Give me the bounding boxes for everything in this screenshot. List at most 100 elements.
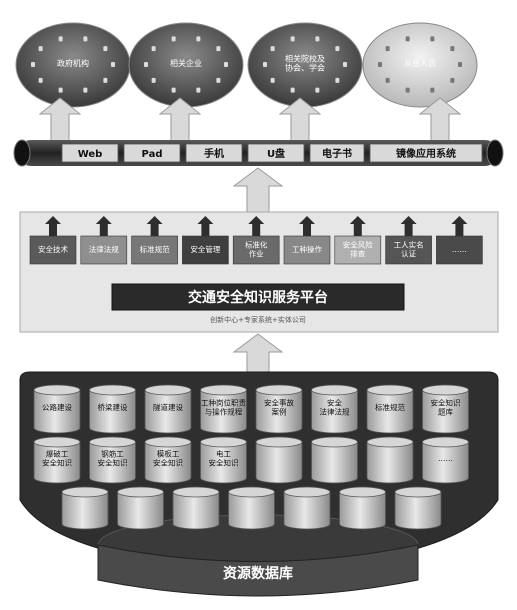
- database-cylinder: [422, 441, 469, 484]
- person-icon: [83, 87, 88, 93]
- person-icon: [196, 36, 201, 42]
- module-arrow: [299, 216, 315, 236]
- database-cylinder-top: [200, 384, 247, 396]
- person-icon: [171, 36, 176, 42]
- person-icon: [58, 36, 63, 42]
- database-cylinder-top: [422, 436, 469, 448]
- database-cylinder: [89, 389, 136, 434]
- person-icon: [216, 77, 221, 83]
- person-icon: [315, 87, 320, 93]
- database-cylinder-top: [172, 486, 220, 498]
- database-cylinder: [61, 491, 109, 530]
- module-box: [385, 235, 432, 265]
- person-icon: [31, 62, 35, 67]
- person-icon: [144, 62, 148, 67]
- module-box: [29, 235, 77, 265]
- database-cylinder: [33, 441, 81, 484]
- channel-label: 手机: [204, 147, 224, 160]
- person-icon: [38, 77, 43, 83]
- platform-subtitle: 创新中心+专家系统+实体公司: [210, 315, 306, 324]
- database-cylinder: [172, 491, 220, 530]
- database-cylinder: [33, 389, 81, 434]
- person-icon: [343, 62, 347, 67]
- person-icon: [315, 36, 320, 42]
- module-label: ……: [452, 245, 467, 254]
- channel-bar-left-cap: [13, 139, 31, 167]
- channel-bar-right-cap: [486, 139, 504, 167]
- person-icon: [224, 62, 228, 67]
- person-icon: [405, 87, 410, 93]
- person-icon: [58, 87, 63, 93]
- database-cylinder-top: [283, 486, 331, 498]
- up-arrow: [232, 167, 284, 213]
- database-cylinder-top: [255, 384, 303, 396]
- database-cylinder: [200, 389, 247, 434]
- channel-segment: [369, 143, 483, 163]
- database-label: 安全事故案例: [264, 398, 294, 417]
- platform-title: 交通安全知识服务平台: [188, 289, 328, 306]
- module-box: [283, 235, 331, 265]
- database-label: 爆破工安全知识: [42, 449, 72, 468]
- up-arrow: [232, 333, 284, 373]
- person-icon: [111, 62, 115, 67]
- user-group-label: 相关企业: [170, 58, 202, 68]
- module-arrow: [45, 216, 61, 236]
- database-cylinder: [117, 491, 164, 530]
- person-icon: [151, 46, 156, 52]
- person-icon: [151, 77, 156, 83]
- database-cylinder: [144, 441, 192, 484]
- person-icon: [103, 77, 108, 83]
- module-box: [80, 235, 128, 265]
- module-label: 标准规范: [140, 244, 170, 254]
- person-icon: [335, 46, 340, 52]
- module-box: [436, 235, 483, 265]
- person-icon: [378, 62, 382, 67]
- module-box: [131, 235, 178, 265]
- person-icon: [38, 46, 43, 52]
- database-cylinder: [255, 389, 303, 434]
- database-label: 工种岗位职责与操作规程: [201, 398, 246, 417]
- person-icon: [450, 46, 455, 52]
- module-box: [182, 235, 229, 265]
- database-label: 模板工安全知识: [153, 449, 183, 468]
- database-cylinder: [283, 491, 331, 530]
- database-cylinder-top: [144, 436, 192, 448]
- channel-segment: [123, 143, 181, 163]
- database-cylinder-top: [117, 486, 164, 498]
- module-arrow: [197, 216, 214, 236]
- user-group-label: 相关院校及协会、学会: [285, 53, 325, 72]
- database-cylinder: [228, 491, 275, 530]
- platform-title-bar: [111, 283, 405, 311]
- module-arrow: [248, 216, 265, 236]
- database-cylinder-top: [366, 384, 414, 396]
- database-cylinder-top: [366, 436, 414, 448]
- module-label: 安全管理: [190, 244, 220, 254]
- person-icon: [430, 36, 435, 42]
- database-cylinder-top: [33, 436, 81, 448]
- module-label: 安全风险排查: [343, 240, 373, 259]
- person-icon: [171, 87, 176, 93]
- person-icon: [458, 62, 462, 67]
- module-label: 法律法规: [89, 244, 119, 254]
- database-label: 桥梁建设: [98, 402, 128, 412]
- database-cylinder-top: [339, 486, 386, 498]
- database-base-label: 资源数据库: [223, 565, 293, 582]
- module-label: 标准化作业: [245, 240, 268, 259]
- database-cylinder: [394, 491, 442, 530]
- person-icon: [103, 46, 108, 52]
- database-cylinder: [366, 441, 414, 484]
- user-group-label: 政府机构: [57, 58, 89, 68]
- database-cylinder: [200, 441, 247, 484]
- database-cylinder-top: [311, 436, 358, 448]
- channel-segment: [185, 143, 243, 163]
- database-label: 电工安全知识: [209, 449, 239, 468]
- database-cylinder-top: [255, 436, 303, 448]
- channel-label: U盘: [267, 147, 285, 160]
- module-box: [232, 235, 280, 265]
- database-label: 标准规范: [375, 402, 405, 412]
- database-cylinder-top: [144, 384, 192, 396]
- module-label: 安全技术: [38, 244, 68, 254]
- database-label: 钢筋工安全知识: [98, 449, 128, 468]
- channel-segment: [61, 143, 119, 163]
- person-icon: [216, 46, 221, 52]
